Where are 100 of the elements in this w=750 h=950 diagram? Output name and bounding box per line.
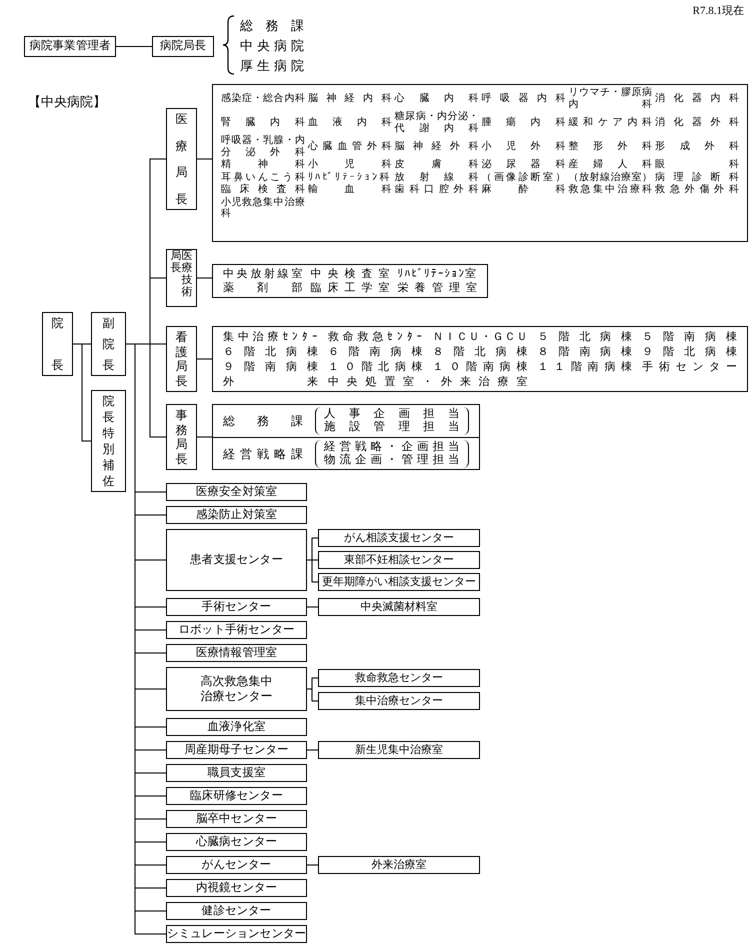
duty-name: 人事企画担当 [324, 408, 460, 420]
unit-name: 周産期母子センター [184, 742, 289, 758]
unit-name: 高次救急集中治療センター [200, 674, 274, 704]
unit-box [166, 810, 307, 828]
department-name: ﾘﾊﾋﾞﾘﾃｰｼｮﾝ室 [398, 267, 477, 281]
unit-box [166, 856, 307, 874]
department-name: （画像診断室） [482, 172, 566, 183]
department-name: ﾘﾊﾋﾞﾘﾃｰｼｮﾝ科 [308, 172, 392, 183]
department-name: 小児救急集中治療科 [221, 196, 305, 220]
unit-name: がん相談支援センター [344, 530, 454, 546]
department-name: 感染症・総合内科 [221, 92, 305, 104]
department-name: 麻酔科 [482, 184, 566, 196]
vertical-label: 看護局長 [176, 329, 188, 390]
title-box [91, 390, 126, 492]
department-name: 産婦人科 [568, 159, 652, 170]
title-box [166, 108, 197, 210]
department-box [212, 326, 748, 392]
department-name: ９階南病棟 [223, 360, 318, 374]
connector-line [72, 344, 92, 442]
department-name: ８階南病棟 [537, 345, 632, 359]
department-name: 臨床検査科 [221, 184, 305, 196]
department-name: 腎臓内科 [221, 116, 305, 128]
connector-line [196, 158, 212, 160]
department-name: １０階北病棟 [328, 360, 423, 374]
unit-name: 救命救急センター [355, 670, 443, 686]
unit-name: 手術センター [202, 600, 272, 614]
department-name: ＮＩＣＵ・ＧＣＵ [432, 330, 528, 344]
unit-box [318, 669, 480, 687]
unit-box [152, 36, 214, 57]
unit-box [318, 529, 480, 547]
unit-name: 臨床研修センター [190, 788, 283, 804]
text-label: 中央病院 [240, 37, 304, 55]
connector-line [306, 606, 318, 608]
vertical-label: 副院長 [102, 315, 114, 374]
connector-line [196, 436, 212, 438]
department-name: 泌尿器科 [482, 159, 566, 170]
department-name: 精神科 [221, 159, 305, 170]
department-name: 栄養管理室 [398, 281, 477, 295]
unit-name: 患者支援センター [190, 552, 283, 568]
department-box [212, 264, 488, 298]
department-name: 薬剤部 [223, 281, 302, 295]
department-name: 臨床工学室 [310, 281, 390, 295]
title-box [166, 249, 197, 307]
unit-name: 更年期障がい相談支援センター [322, 574, 476, 590]
unit-name: 集中治療センター [355, 694, 443, 708]
unit-name: シミュレーションセンター [166, 926, 306, 942]
department-name: ６階南病棟 [328, 345, 423, 359]
unit-box [318, 741, 480, 759]
unit-name: 医療安全対策室 [196, 484, 278, 500]
duty-name: 物流企画・管理担当 [324, 454, 460, 466]
department-box [212, 84, 748, 242]
unit-box [166, 667, 307, 711]
department-name: 歯科口腔外科 [394, 184, 478, 196]
department-name: 消化器外科 [655, 116, 739, 128]
department-name: 呼吸器・乳腺・内分泌外科 [221, 135, 305, 158]
department-name: ５階北病棟 [537, 330, 632, 344]
text-label: 厚生病院 [240, 57, 304, 75]
department-name: 外来 [223, 375, 318, 389]
duty-name: 施設管理担当 [324, 421, 460, 434]
department-name: 病理診断科 [655, 172, 739, 183]
department-name: ８階北病棟 [432, 345, 528, 359]
connector-line [196, 358, 212, 360]
unit-box [24, 36, 116, 57]
department-name: ５階南病棟 [642, 330, 737, 344]
department-name: 呼吸器内科 [482, 92, 566, 104]
text-label: R7.8.1現在 [692, 4, 744, 19]
unit-box [318, 598, 480, 616]
unit-name: 医療情報管理室 [196, 646, 278, 660]
unit-box [166, 787, 307, 805]
department-name: 消化器内科 [655, 92, 739, 104]
unit-box [318, 856, 480, 874]
unit-box [166, 879, 307, 897]
duty-name: 経営戦略・企画担当 [324, 440, 460, 452]
vertical-label: 院長 [52, 315, 64, 374]
unit-name: 病院局長 [160, 39, 206, 54]
section-name: 経営戦略課 [223, 446, 303, 462]
department-name: 耳鼻いんこう科 [221, 172, 305, 183]
vertical-label: 事務局長 [176, 407, 188, 468]
department-name: 中央検査室 [310, 267, 390, 281]
department-name: 救命救急ｾﾝﾀｰ [328, 330, 423, 344]
department-name: 整形外科 [568, 140, 652, 152]
department-name: １０階南病棟 [432, 360, 528, 374]
vertical-label: 医療技術局長 [170, 250, 194, 298]
department-name: ６階北病棟 [223, 345, 318, 359]
department-name: 集中治療ｾﾝﾀｰ [223, 330, 318, 344]
connector-line [306, 560, 318, 582]
department-name: １１階南病棟 [537, 360, 632, 374]
unit-name: ロボット手術センター [178, 622, 294, 638]
department-name: 腫瘍内科 [482, 116, 566, 128]
unit-name: 感染防止対策室 [196, 508, 278, 522]
unit-box [166, 741, 307, 759]
department-name: 手術センター [642, 360, 737, 374]
department-name: 放射線科 [394, 172, 478, 183]
unit-name: 健診センター [202, 904, 272, 918]
unit-box [318, 573, 480, 591]
unit-name: 東部不妊相談センター [344, 552, 454, 568]
unit-box [166, 483, 307, 501]
unit-name: がんセンター [202, 858, 272, 872]
department-name: 眼科 [655, 159, 739, 170]
unit-name: 中央滅菌材料室 [360, 600, 438, 614]
